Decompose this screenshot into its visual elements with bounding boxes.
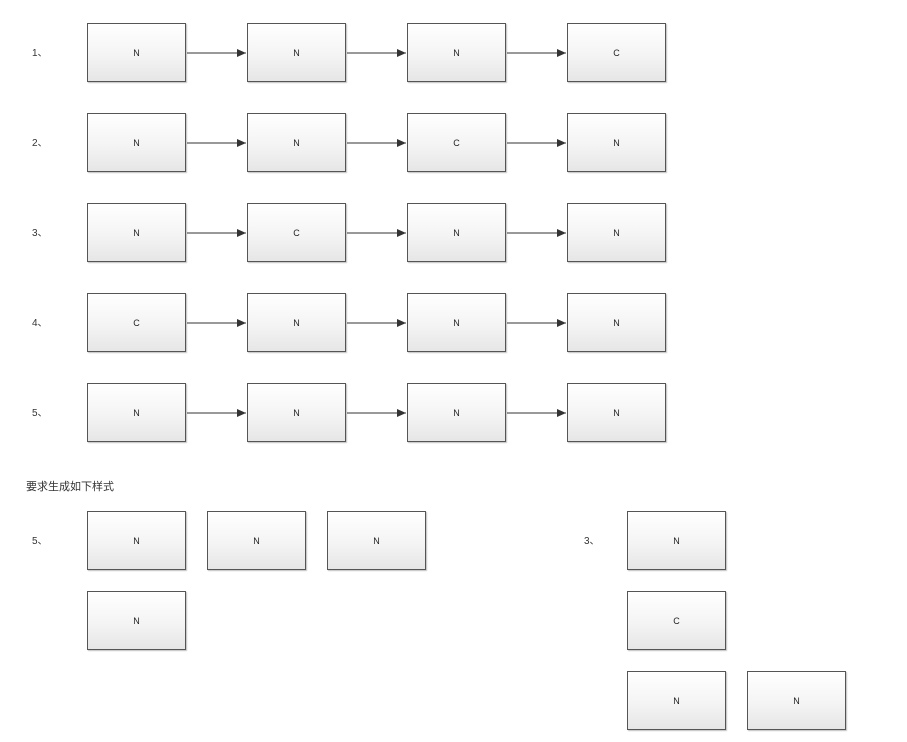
row-5-label: 5、 <box>32 408 48 419</box>
row-3-node-2: C <box>247 203 346 262</box>
row-2-node-4: N <box>567 113 666 172</box>
row-4-node-1: C <box>87 293 186 352</box>
example-right-node-4: N <box>747 671 846 730</box>
example-left-node-3: N <box>327 511 426 570</box>
row-5-node-1: N <box>87 383 186 442</box>
example-right-label: 3、 <box>584 536 600 547</box>
row-5-node-3: N <box>407 383 506 442</box>
row-2-node-3: C <box>407 113 506 172</box>
example-right-node-1: N <box>627 511 726 570</box>
row-1-node-4: C <box>567 23 666 82</box>
row-5-node-4: N <box>567 383 666 442</box>
row-5-node-2: N <box>247 383 346 442</box>
row-3-node-4: N <box>567 203 666 262</box>
row-1-node-2: N <box>247 23 346 82</box>
example-left-node-1: N <box>87 511 186 570</box>
example-left-label: 5、 <box>32 536 48 547</box>
row-4-node-2: N <box>247 293 346 352</box>
requirement-note: 要求生成如下样式 <box>26 481 114 493</box>
example-right-node-2: C <box>627 591 726 650</box>
row-2-node-2: N <box>247 113 346 172</box>
row-3-node-3: N <box>407 203 506 262</box>
row-2-node-1: N <box>87 113 186 172</box>
row-1-node-3: N <box>407 23 506 82</box>
row-1-node-1: N <box>87 23 186 82</box>
row-3-label: 3、 <box>32 228 48 239</box>
row-4-node-3: N <box>407 293 506 352</box>
example-left-node-4: N <box>87 591 186 650</box>
example-left-node-2: N <box>207 511 306 570</box>
row-4-node-4: N <box>567 293 666 352</box>
row-2-label: 2、 <box>32 138 48 149</box>
row-4-label: 4、 <box>32 318 48 329</box>
example-right-node-3: N <box>627 671 726 730</box>
row-3-node-1: N <box>87 203 186 262</box>
row-1-label: 1、 <box>32 48 48 59</box>
